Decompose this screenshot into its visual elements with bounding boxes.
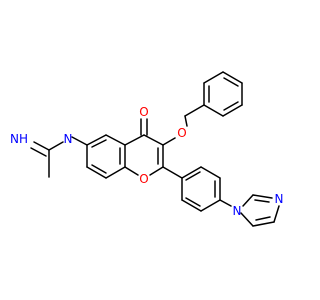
bond-im-n1-c2 [242, 194, 254, 207]
molecule-structure: NH N O O O N N [10, 71, 283, 227]
bond-a5-a6-inner [91, 164, 107, 174]
atom-label-ether-o: O [177, 126, 186, 140]
bond-aryl-imidazole-n [219, 199, 232, 207]
bond-c4a-c4 [124, 134, 145, 146]
bond-a1-a2 [86, 134, 107, 146]
benzyloxy-group [162, 71, 243, 146]
atom-label-imine-nh: NH [10, 132, 28, 146]
bond-a1-a2-inner [91, 139, 107, 148]
chromone-benzo-ring [86, 134, 126, 179]
bond-b5-b6-inner [185, 197, 201, 207]
bond-amidine-c-n [48, 141, 64, 151]
atom-labels: NH N O O O N N [10, 105, 283, 218]
bond-ph-2 [222, 104, 243, 117]
atom-label-ring-o: O [139, 172, 148, 186]
atom-label-imidazole-n1: N [233, 204, 242, 218]
bond-ether-o-ch2 [184, 115, 188, 127]
bond-ph-2-inner [223, 101, 239, 111]
bond-ph-4 [222, 71, 243, 84]
bond-o1-c8a [124, 166, 139, 176]
bond-im-c2-n3 [252, 194, 273, 199]
bond-c3-ether-o [162, 137, 176, 146]
bond-b4-b5 [200, 199, 221, 212]
bond-ch2-phenyl [184, 104, 205, 117]
bond-amidine-c-nh-double [30, 147, 47, 157]
bond-n-aryl [71, 136, 88, 146]
bond-im-c4-c5-inner [255, 216, 271, 221]
bond-im-c2-n3-inner [254, 199, 270, 203]
bond-ph-4-inner [223, 77, 239, 87]
atom-label-ketone-o: O [139, 105, 148, 119]
bond-im-c5-n1 [240, 212, 254, 227]
bond-im-n3-c4 [273, 205, 280, 223]
bond-amidine-c-nh [33, 141, 50, 151]
bond-a2-a3 [105, 134, 126, 146]
chromone-pyranone-ring [124, 118, 164, 176]
amidine-group [30, 136, 88, 178]
bond-ph-1 [203, 104, 224, 117]
bond-b1-b2-inner [185, 171, 201, 181]
bond-b5-b6 [181, 199, 202, 212]
bond-ph-5 [203, 71, 224, 84]
atom-label-imine-n: N [64, 132, 73, 146]
bond-im-c4-c5 [252, 221, 275, 227]
bond-b2-b3 [200, 166, 221, 179]
bond-a4-a5 [105, 166, 126, 179]
bond-c4-c3 [143, 134, 164, 146]
bond-a5-a6 [86, 166, 107, 179]
atom-label-imidazole-n3: N [275, 192, 284, 206]
bond-c2-o1 [149, 166, 164, 176]
bond-b1-b2 [181, 166, 202, 179]
imidazolylphenyl-group [162, 166, 280, 227]
bond-c2-aryl [162, 166, 183, 179]
